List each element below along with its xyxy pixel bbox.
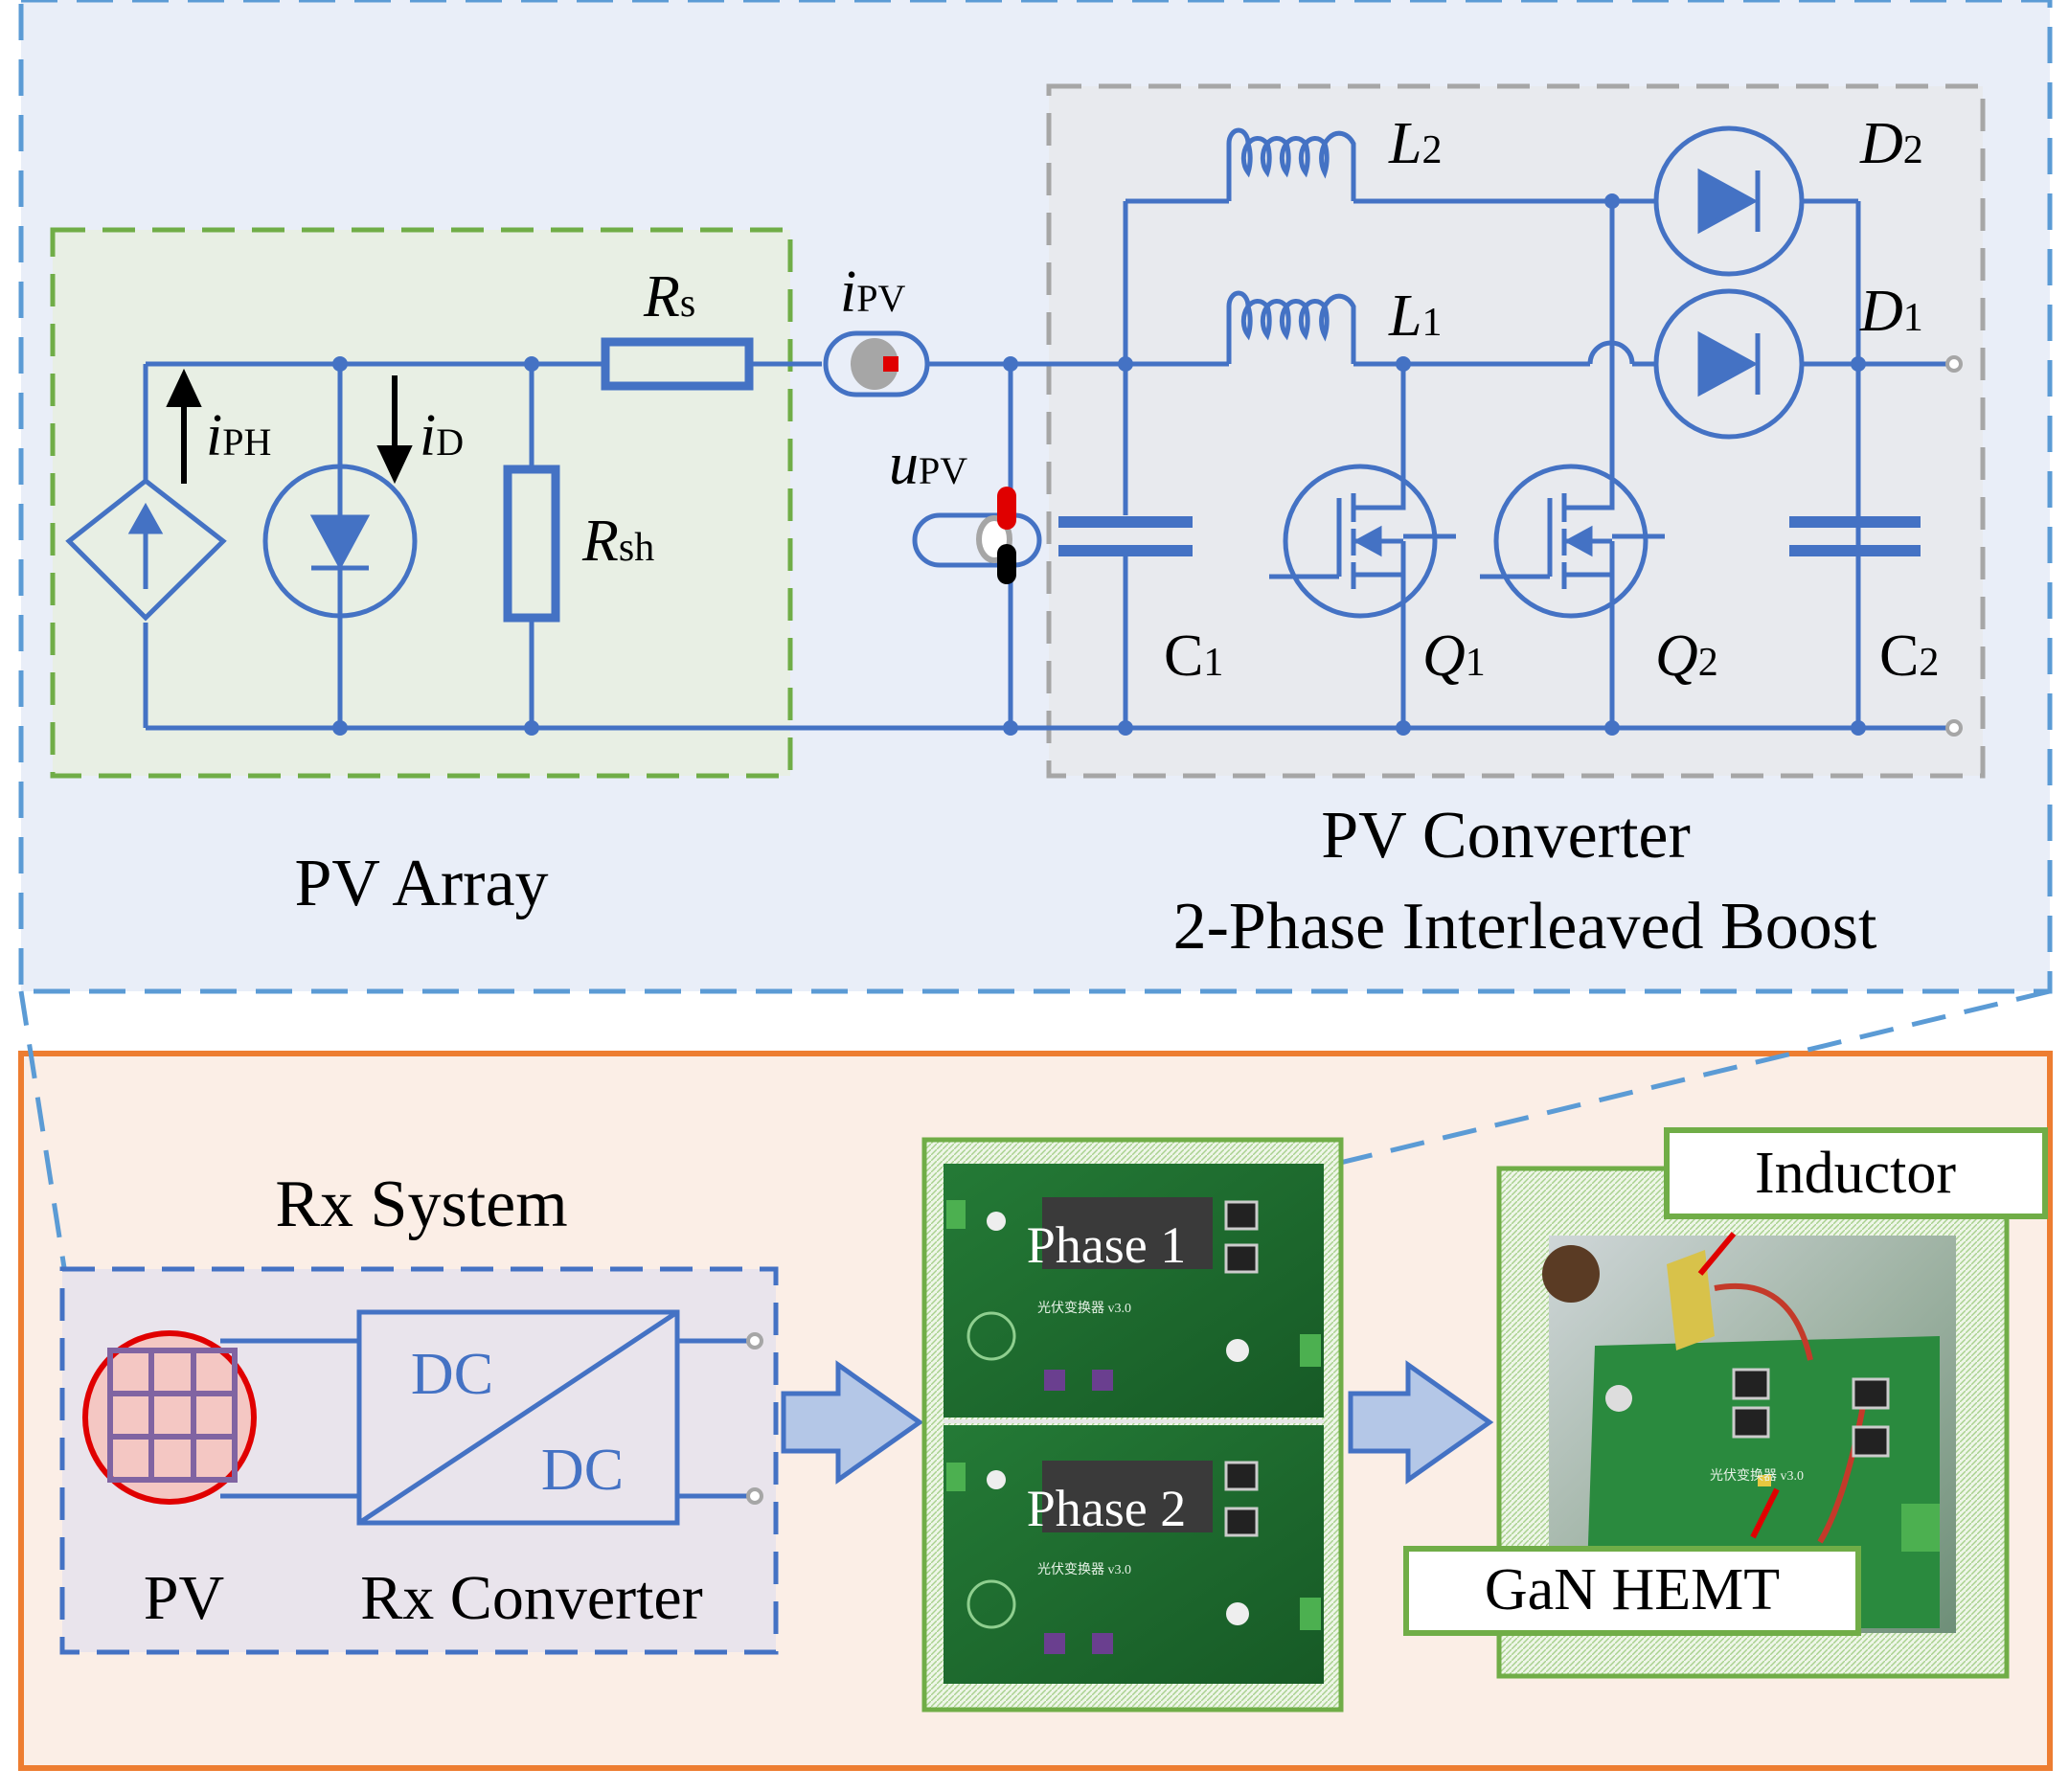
label-upv: uPV xyxy=(889,432,967,497)
output-terminals xyxy=(1945,355,1963,737)
board-text-1: 光伏变换器 v3.0 xyxy=(1037,1300,1131,1316)
label-l2: L2 xyxy=(1388,111,1442,176)
boost-diode-symbols xyxy=(1653,125,1805,440)
label-iph: iPH xyxy=(206,403,271,468)
label-ipv: iPV xyxy=(840,260,905,325)
current-arrows xyxy=(166,368,413,485)
block-arrow-2 xyxy=(1348,1360,1494,1485)
dc-dc-converter-icon xyxy=(356,1309,752,1526)
dc-out-label: DC xyxy=(541,1438,624,1503)
current-source-symbol xyxy=(65,477,227,622)
mosfet-q2-symbol xyxy=(1480,464,1665,619)
label-c2: C2 xyxy=(1879,624,1939,689)
label-rs: Rs xyxy=(643,264,695,329)
phase2-label: Phase 2 xyxy=(1027,1480,1186,1537)
label-d2: D2 xyxy=(1859,111,1923,176)
board-text-2: 光伏变换器 v3.0 xyxy=(1037,1561,1131,1577)
current-probe-icon xyxy=(823,330,930,397)
pv-diode-symbol xyxy=(262,464,418,619)
label-q1: Q1 xyxy=(1422,624,1486,689)
rs-resistor xyxy=(601,337,754,391)
voltage-probe-icon xyxy=(912,487,1042,584)
pcb-photo: 光伏变换器 v3.0 光伏变换器 v3.0 xyxy=(944,1164,1324,1684)
pv-array-label: PV Array xyxy=(294,847,548,920)
pv-converter-label: PV Converter xyxy=(1321,799,1691,873)
rsh-resistor xyxy=(503,465,560,623)
inductor-label: Inductor xyxy=(1755,1141,1956,1206)
label-c1: C1 xyxy=(1164,624,1223,689)
phase1-label: Phase 1 xyxy=(1027,1216,1186,1274)
label-q2: Q2 xyxy=(1655,624,1718,689)
rx-converter-label: Rx Converter xyxy=(360,1563,702,1633)
dc-in-label: DC xyxy=(411,1342,493,1407)
pv-label: PV xyxy=(144,1563,224,1633)
circuit-labels: Rs Rsh iPV uPV iPH iD L1 L2 D1 D2 C1 C2 … xyxy=(206,111,1939,689)
block-arrow-1 xyxy=(781,1360,924,1485)
label-d1: D1 xyxy=(1859,279,1923,344)
inductor-symbols xyxy=(1226,127,1356,364)
rx-output-terminals xyxy=(746,1332,763,1505)
gan-label: GaN HEMT xyxy=(1485,1557,1780,1622)
gan-callout-box xyxy=(1403,1546,1861,1636)
label-l1: L1 xyxy=(1388,284,1442,349)
rx-system-label: Rx System xyxy=(275,1168,567,1241)
pv-converter-sublabel: 2-Phase Interleaved Boost xyxy=(1173,890,1877,964)
pv-cell-icon xyxy=(82,1330,359,1505)
label-rsh: Rsh xyxy=(581,509,654,574)
capacitor-symbols xyxy=(1058,516,1921,556)
inductor-callout-box xyxy=(1664,1127,2048,1219)
zoom-board-text: 光伏变换器 v3.0 xyxy=(1710,1467,1804,1484)
mosfet-q1-symbol xyxy=(1269,464,1456,619)
label-id: iD xyxy=(420,403,464,468)
junction-dots xyxy=(332,193,1866,736)
